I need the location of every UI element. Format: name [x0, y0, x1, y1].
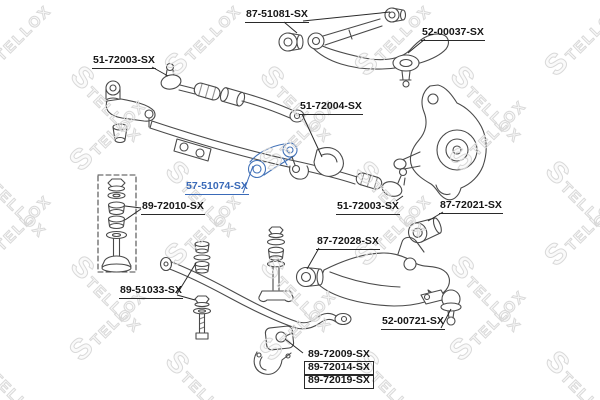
part-label-57-51074-sx-highlighted[interactable]: 57-51074-SX: [185, 181, 249, 195]
upper-control-arm: [278, 7, 449, 88]
highlight-leader-line: [242, 165, 254, 194]
part-label-89-72009-sx: 89-72009-SX: [304, 348, 374, 363]
part-label-52-00037-sx: 52-00037-SX: [421, 27, 485, 41]
upper-ball-joint: [392, 54, 420, 88]
lower-ball-joint: [420, 289, 462, 326]
part-label-51-72004-sx: 51-72004-SX: [299, 101, 363, 115]
part-label-89-51033-sx: 89-51033-SX: [119, 285, 183, 299]
part-label-89-72010-sx: 89-72010-SX: [141, 201, 205, 215]
part-label-87-72021-sx: 87-72021-SX: [439, 200, 503, 214]
part-label-51-72003-sx-right: 51-72003-SX: [336, 201, 400, 215]
stabilizer-bar: [159, 256, 352, 330]
part-label-51-72003-sx-left: 51-72003-SX: [92, 55, 156, 69]
pitman-arm: [105, 80, 156, 144]
stabilizer-bushing-parts-table: 89-72009-SX 89-72014-SX 89-72019-SX: [304, 348, 374, 389]
bushing-87-72021: [407, 217, 442, 244]
stabilizer-link-parts-left: [192, 240, 212, 340]
bushing-87-72028: [295, 266, 324, 288]
steering-knuckle: [393, 84, 487, 201]
part-label-52-00721-sx: 52-00721-SX: [381, 316, 445, 330]
part-label-89-72019-sx: 89-72019-SX: [304, 374, 374, 389]
tie-rod-end-left: [160, 62, 305, 123]
stabilizer-link-parts-right: [258, 226, 294, 302]
stabilizer-bushing-bracket: [253, 325, 295, 375]
end-link-bushing-kit: [97, 174, 137, 273]
tie-rod-end-right: [355, 167, 408, 197]
part-label-89-72014-sx: 89-72014-SX: [304, 361, 374, 376]
part-label-87-72028-sx: 87-72028-SX: [316, 236, 380, 250]
part-label-87-51081-sx: 87-51081-SX: [245, 9, 309, 23]
idler-arm-highlighted[interactable]: [247, 142, 301, 179]
